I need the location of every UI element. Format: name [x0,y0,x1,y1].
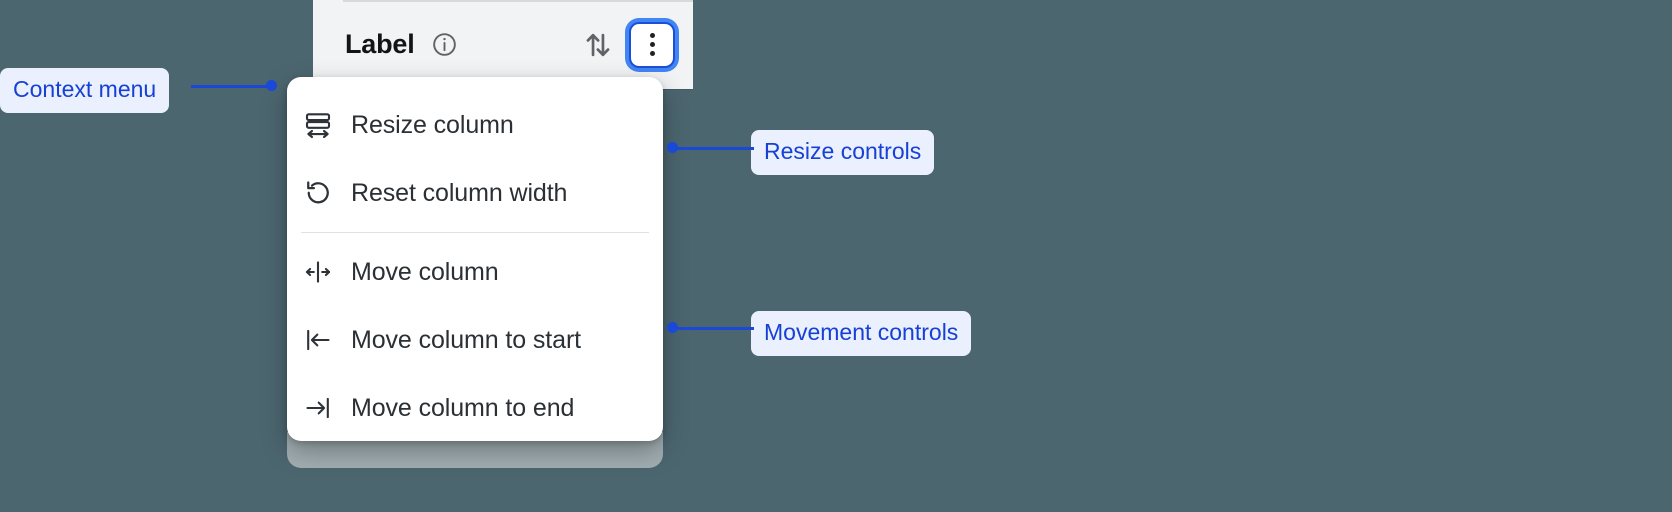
menu-list: Resize column Reset column width [287,77,663,441]
menu-item-move-column-to-end[interactable]: Move column to end [287,374,663,441]
annotation-leader-line [672,327,754,330]
kebab-vertical-icon [649,33,655,38]
column-context-menu: Resize column Reset column width [287,77,663,441]
annotation-leader-line [672,147,754,150]
reset-rotate-ccw-icon [301,176,335,210]
annotation-movement-controls: Movement controls [751,311,972,356]
menu-item-label: Move column to end [351,393,575,422]
menu-item-label: Reset column width [351,178,568,207]
page-title: Label [345,29,415,59]
column-menu-button[interactable] [629,21,675,68]
menu-item-move-column[interactable]: Move column [287,238,663,306]
move-left-right-icon [301,255,335,289]
info-circle-icon[interactable] [431,31,458,58]
annotation-resize-controls: Resize controls [751,130,935,175]
kebab-vertical-icon-dot3 [649,51,655,56]
annotation-leader-line [191,85,270,88]
menu-item-move-column-to-start[interactable]: Move column to start [287,306,663,374]
annotation-anchor-dot [667,142,678,153]
move-to-end-icon [301,391,335,425]
menu-item-label: Move column to start [351,325,582,354]
column-header-left: Label [345,31,458,58]
menu-item-reset-column-width[interactable]: Reset column width [287,159,663,227]
menu-item-label: Resize column [351,110,514,139]
annotation-context-menu: Context menu [0,68,170,113]
kebab-vertical-icon-dot2 [649,42,655,47]
menu-divider [301,232,649,233]
annotation-anchor-dot [266,80,277,91]
resize-column-icon [301,108,335,142]
column-header-panel: Label [313,0,693,89]
menu-item-label: Move column [351,257,499,286]
annotation-anchor-dot [667,322,678,333]
menu-item-resize-column[interactable]: Resize column [287,91,663,159]
move-to-start-icon [301,323,335,357]
sort-up-down-icon[interactable] [581,28,615,62]
